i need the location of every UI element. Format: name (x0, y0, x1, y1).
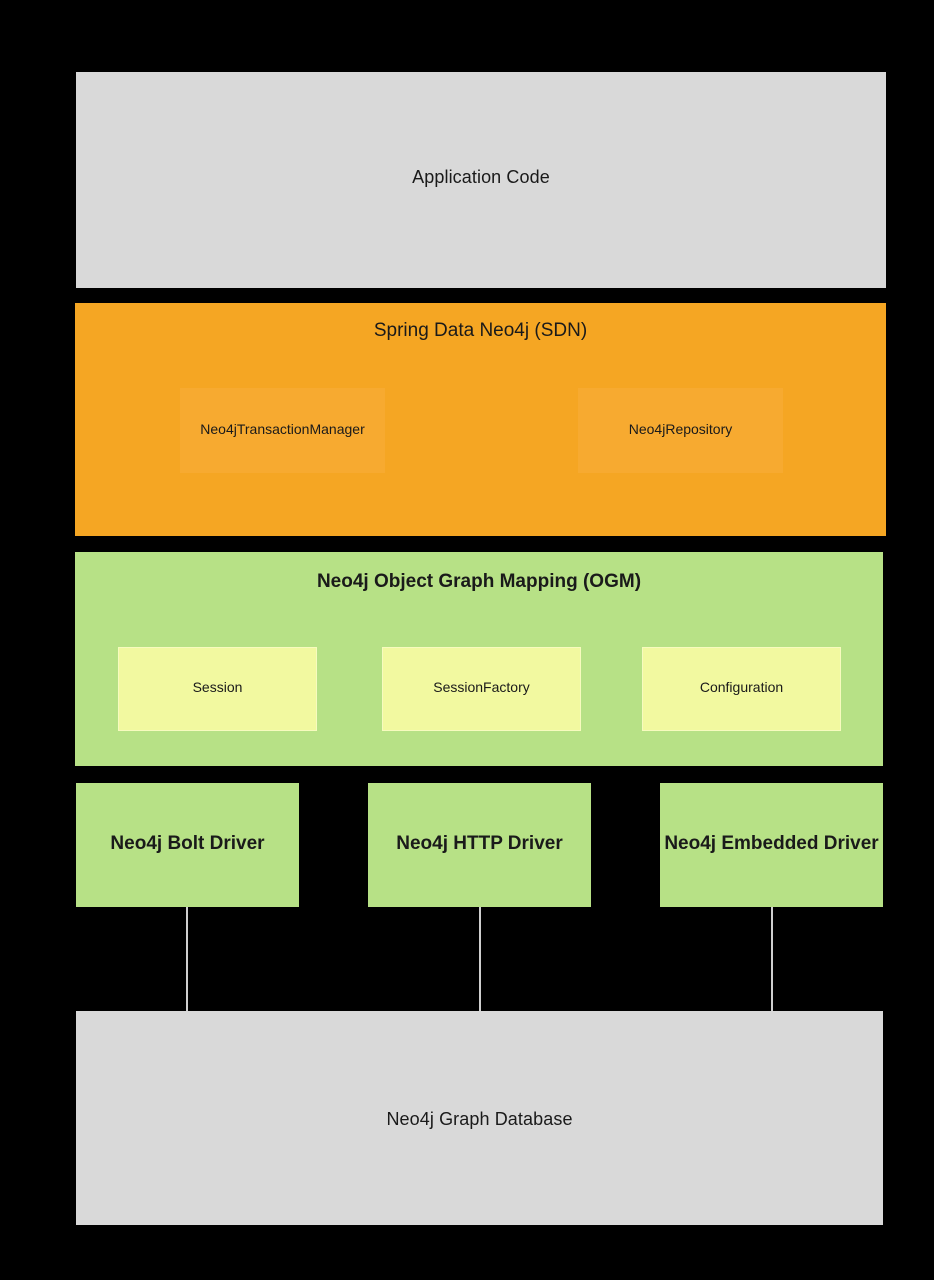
spring-data-neo4j-title: Spring Data Neo4j (SDN) (373, 320, 588, 341)
neo4j-ogm-layer: Neo4j Object Graph Mapping (OGM) Session… (75, 552, 883, 766)
neo4j-embedded-driver-label: Neo4j Embedded Driver (664, 833, 879, 854)
application-code-layer: Application Code (76, 72, 886, 288)
neo4j-http-driver-label: Neo4j HTTP Driver (396, 833, 563, 854)
session-box: Session (118, 647, 317, 731)
neo4j-bolt-driver-box: Neo4j Bolt Driver (76, 783, 299, 907)
neo4j-repository-box: Neo4jRepository (578, 388, 783, 473)
spring-data-neo4j-layer: Spring Data Neo4j (SDN) Neo4jTransaction… (75, 303, 886, 536)
configuration-box: Configuration (642, 647, 841, 731)
neo4j-graph-database-label: Neo4j Graph Database (386, 1109, 573, 1129)
connector-bolt-to-database (186, 907, 188, 1011)
configuration-label: Configuration (699, 679, 784, 695)
neo4j-embedded-driver-box: Neo4j Embedded Driver (660, 783, 883, 907)
neo4j-repository-label: Neo4jRepository (628, 421, 733, 437)
neo4j-transaction-manager-box: Neo4jTransactionManager (180, 388, 385, 473)
neo4j-http-driver-box: Neo4j HTTP Driver (368, 783, 591, 907)
neo4j-ogm-title: Neo4j Object Graph Mapping (OGM) (316, 571, 642, 592)
neo4j-bolt-driver-label: Neo4j Bolt Driver (110, 833, 265, 854)
connector-embedded-to-database (771, 907, 773, 1011)
neo4j-graph-database-layer: Neo4j Graph Database (76, 1011, 883, 1225)
connector-http-to-database (479, 907, 481, 1011)
session-factory-label: SessionFactory (433, 679, 530, 695)
neo4j-transaction-manager-label: Neo4jTransactionManager (200, 421, 365, 437)
application-code-label: Application Code (412, 167, 550, 187)
session-label: Session (192, 679, 243, 695)
session-factory-box: SessionFactory (382, 647, 581, 731)
